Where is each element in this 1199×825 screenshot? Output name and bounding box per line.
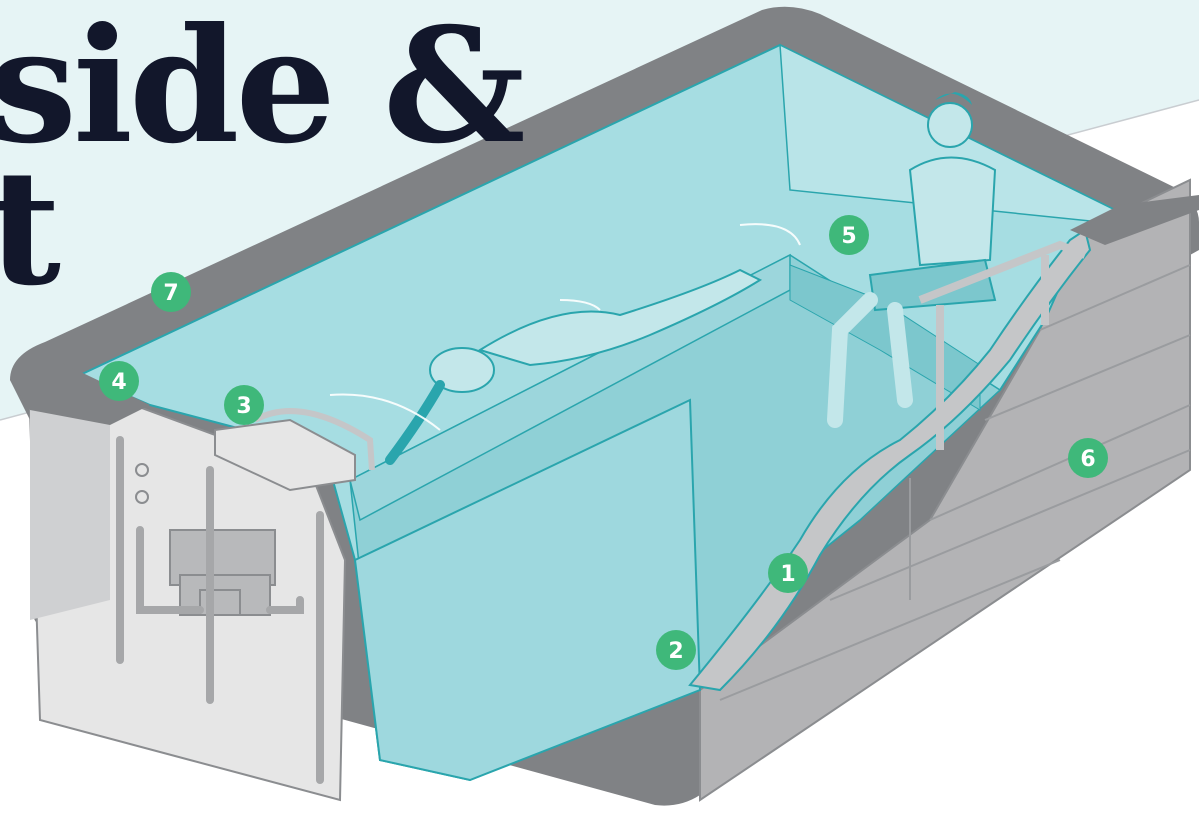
front-cutaway-wall: [353, 398, 702, 782]
equipment-side: [30, 405, 110, 620]
callout-number: 6: [1080, 447, 1095, 472]
callout-number: 3: [236, 394, 251, 419]
callout-stair-edge: 2: [656, 630, 696, 670]
headline-line-1: side &: [0, 0, 526, 179]
callout-number: 5: [841, 224, 856, 249]
callout-number: 7: [163, 281, 178, 306]
callout-exterior-wall-panel: 6: [1068, 438, 1108, 478]
rim-corner: [1070, 195, 1199, 245]
callouts: 1 2 3 4 5 6 7: [99, 215, 1108, 670]
callout-current-jet-unit: 3: [224, 385, 264, 425]
callout-cutaway-stairs: 1: [768, 553, 808, 593]
equipment-units: [169, 529, 276, 616]
callout-badge: [829, 215, 869, 255]
callout-badge: [1068, 438, 1108, 478]
gauge-icon: [135, 463, 149, 477]
callout-badge: [656, 630, 696, 670]
callout-pool-coping-rim: 7: [151, 272, 191, 312]
callout-number: 4: [111, 370, 126, 395]
gauge-icon: [135, 490, 149, 504]
rim-left-cap: [10, 355, 150, 425]
callout-control-button: 4: [99, 361, 139, 401]
callout-badge: [224, 385, 264, 425]
callout-bench-seat-area: 5: [829, 215, 869, 255]
hand-rail: [918, 240, 1087, 450]
swimmer: [385, 268, 763, 465]
wall-plank-lines: [719, 264, 1191, 701]
seated-man: [827, 92, 997, 428]
exterior-wall: [699, 178, 1191, 802]
callout-badge: [768, 553, 808, 593]
water-flow-lines: [329, 223, 801, 431]
jet-unit: [214, 408, 375, 492]
callout-number: 1: [780, 562, 795, 587]
equipment-pipes: [116, 436, 324, 784]
callout-badge: [151, 272, 191, 312]
callout-number: 2: [668, 639, 683, 664]
callout-badge: [99, 361, 139, 401]
headline-line-2: t: [0, 136, 61, 321]
